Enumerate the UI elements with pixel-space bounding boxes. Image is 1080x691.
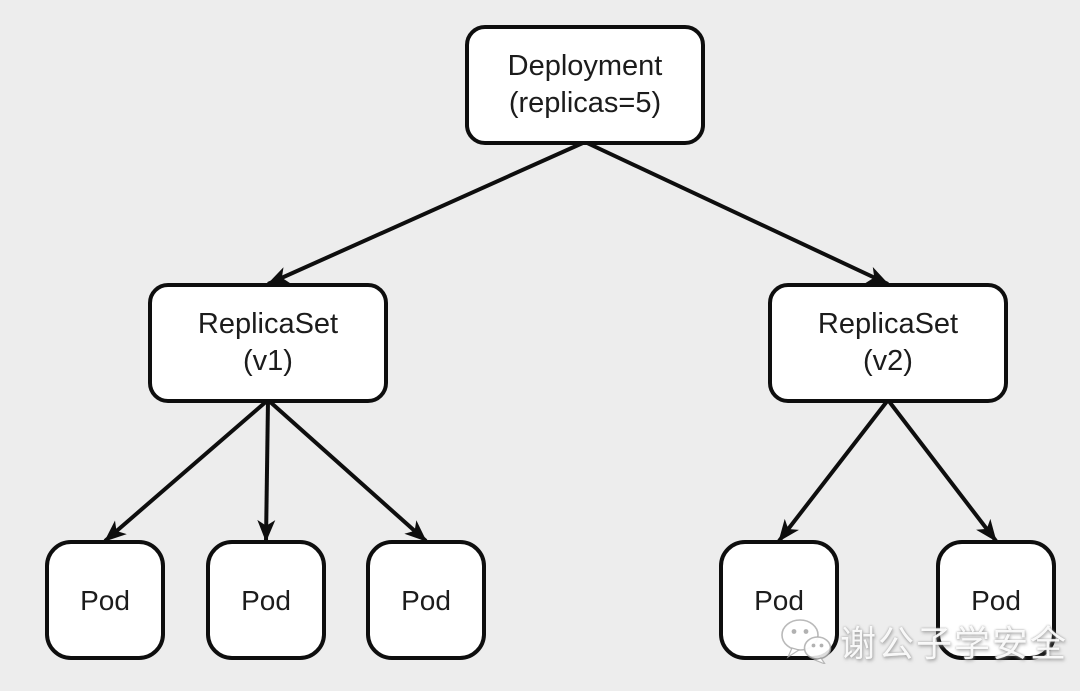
- node-pod-1: Pod: [45, 540, 165, 660]
- node-pod-3: Pod: [366, 540, 486, 660]
- node-replicaset-v1: ReplicaSet (v1): [148, 283, 388, 403]
- edge-arrow: [103, 398, 270, 543]
- node-label: Pod: [241, 584, 291, 616]
- node-pod-2: Pod: [206, 540, 326, 660]
- node-deployment: Deployment (replicas=5): [465, 25, 705, 145]
- node-label: Pod: [754, 584, 804, 616]
- node-label: Pod: [80, 584, 130, 616]
- node-label-line1: ReplicaSet: [197, 308, 339, 340]
- node-label: Pod: [971, 584, 1021, 616]
- node-label-line1: ReplicaSet: [817, 308, 959, 340]
- node-pod-5: Pod: [936, 540, 1056, 660]
- node-pod-4: Pod: [719, 540, 839, 660]
- edge-arrow: [257, 399, 276, 542]
- node-label-line2: (replicas=5): [508, 87, 662, 119]
- edge-arrow: [266, 398, 428, 543]
- node-label-line2: (v1): [243, 345, 293, 377]
- edge-arrow: [584, 140, 889, 286]
- node-replicaset-v2: ReplicaSet (v2): [768, 283, 1008, 403]
- node-label-line1: Deployment: [507, 50, 663, 82]
- edge-arrow: [886, 398, 998, 543]
- edge-arrow: [267, 140, 586, 286]
- node-label: Pod: [401, 584, 451, 616]
- edge-arrow: [777, 398, 890, 543]
- node-label-line2: (v2): [863, 345, 913, 377]
